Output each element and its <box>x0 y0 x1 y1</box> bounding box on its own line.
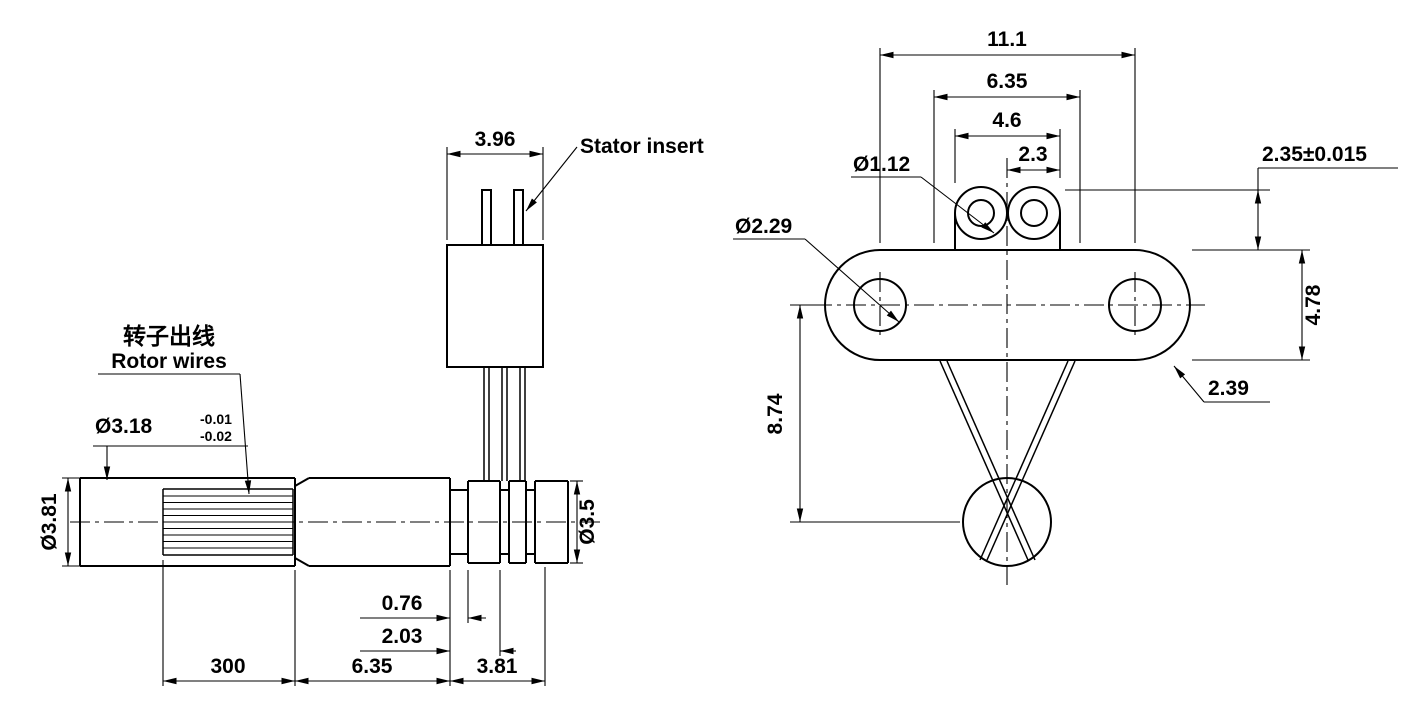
wire-funnel <box>939 360 1076 567</box>
front-view: 11.1 6.35 4.6 2.3 Ø1.12 Ø2.29 <box>733 28 1398 585</box>
dim-ring-pitch-label: 2.03 <box>382 625 423 648</box>
flange-outline <box>824 249 1191 361</box>
dim-wire-length-label: 300 <box>210 655 245 678</box>
callout-mount-hole-dia: Ø2.29 <box>733 215 900 323</box>
flange-obround <box>824 249 1191 361</box>
dim-overall-width: 11.1 <box>879 28 1136 243</box>
wire-bundle-outline <box>79 477 295 567</box>
dim-tab-height: 2.35±0.015 <box>1065 143 1398 251</box>
dim-ring-diameter: Ø3.5 <box>570 480 599 564</box>
dim-center-offset-label: 2.39 <box>1208 377 1249 400</box>
tab-lobe-right <box>1007 186 1061 240</box>
dim-tab-height-label: 2.35±0.015 <box>1262 143 1367 166</box>
dim-ring-dia-label: Ø3.5 <box>576 499 599 545</box>
dim-tab-offset-label: 2.3 <box>1018 143 1047 166</box>
dim-wire-dia-tol-lower: -0.02 <box>200 428 232 444</box>
tab-hole-left <box>967 199 995 227</box>
dim-mount-hole-dia-label: Ø2.29 <box>735 215 792 238</box>
dim-tab-hole-dia-label: Ø1.12 <box>853 153 910 176</box>
collector-rings <box>450 480 569 564</box>
stator-insert-label: Stator insert <box>580 135 704 158</box>
dim-bottom-chain: 300 6.35 3.81 <box>162 560 546 686</box>
dim-ring-pitch: 2.03 <box>360 570 516 656</box>
dim-ring-section-label: 3.81 <box>477 655 518 678</box>
wire-hatching <box>163 495 293 549</box>
wire-loop-circle <box>962 477 1052 567</box>
callout-tab-hole-dia: Ø1.12 <box>851 153 995 234</box>
dim-tab-offset: 2.3 <box>1007 143 1060 174</box>
rotor-wires-label-en: Rotor wires <box>111 350 227 373</box>
dim-flange-height-label: 4.78 <box>1302 284 1325 325</box>
dim-body-width-label: 6.35 <box>987 70 1028 93</box>
dim-body-width: 6.35 <box>933 70 1081 243</box>
dim-wire-drop: 8.74 <box>764 304 960 523</box>
dim-overall-width-label: 11.1 <box>987 28 1027 51</box>
dim-wire-drop-label: 8.74 <box>764 393 787 434</box>
dim-center-offset: 2.39 <box>1173 365 1270 403</box>
stator-lead-wires <box>483 367 526 481</box>
mount-hole-right <box>1108 278 1162 332</box>
dim-wire-dia-label: Ø3.18 <box>95 415 153 438</box>
callout-stator-insert: Stator insert <box>525 135 704 212</box>
tab-hole-right <box>1020 199 1048 227</box>
dim-tab-width-label: 4.6 <box>992 109 1021 132</box>
dim-stator-width: 3.96 <box>446 128 544 240</box>
callout-rotor-wires: 转子出线 Rotor wires <box>98 323 252 495</box>
dim-flange-height: 4.78 <box>1192 250 1325 361</box>
stator-pins <box>481 189 524 246</box>
dim-stator-width-label: 3.96 <box>475 128 516 151</box>
dim-tab-width: 4.6 <box>954 109 1061 183</box>
dim-wire-dia-tol-upper: -0.01 <box>200 411 232 427</box>
rotor-wires-label-zh: 转子出线 <box>123 323 215 349</box>
front-view-centerlines <box>812 158 1205 585</box>
connector-tab <box>954 186 1061 250</box>
stator-block <box>446 244 544 368</box>
dim-wire-diameter: Ø3.18 -0.01 -0.02 <box>93 411 248 480</box>
side-view: 3.96 Stator insert 转子出线 Rotor wires Ø3.1… <box>38 128 704 686</box>
dim-groove-width: 0.76 <box>360 570 486 623</box>
dim-groove-width-label: 0.76 <box>382 592 423 615</box>
dim-body-diameter: Ø3.81 <box>38 477 80 567</box>
mount-hole-left <box>853 278 907 332</box>
dim-body-length-label: 6.35 <box>352 655 393 678</box>
tab-lobe-left <box>954 186 1008 240</box>
dim-body-dia-label: Ø3.81 <box>38 493 61 551</box>
body-outline <box>294 477 451 567</box>
